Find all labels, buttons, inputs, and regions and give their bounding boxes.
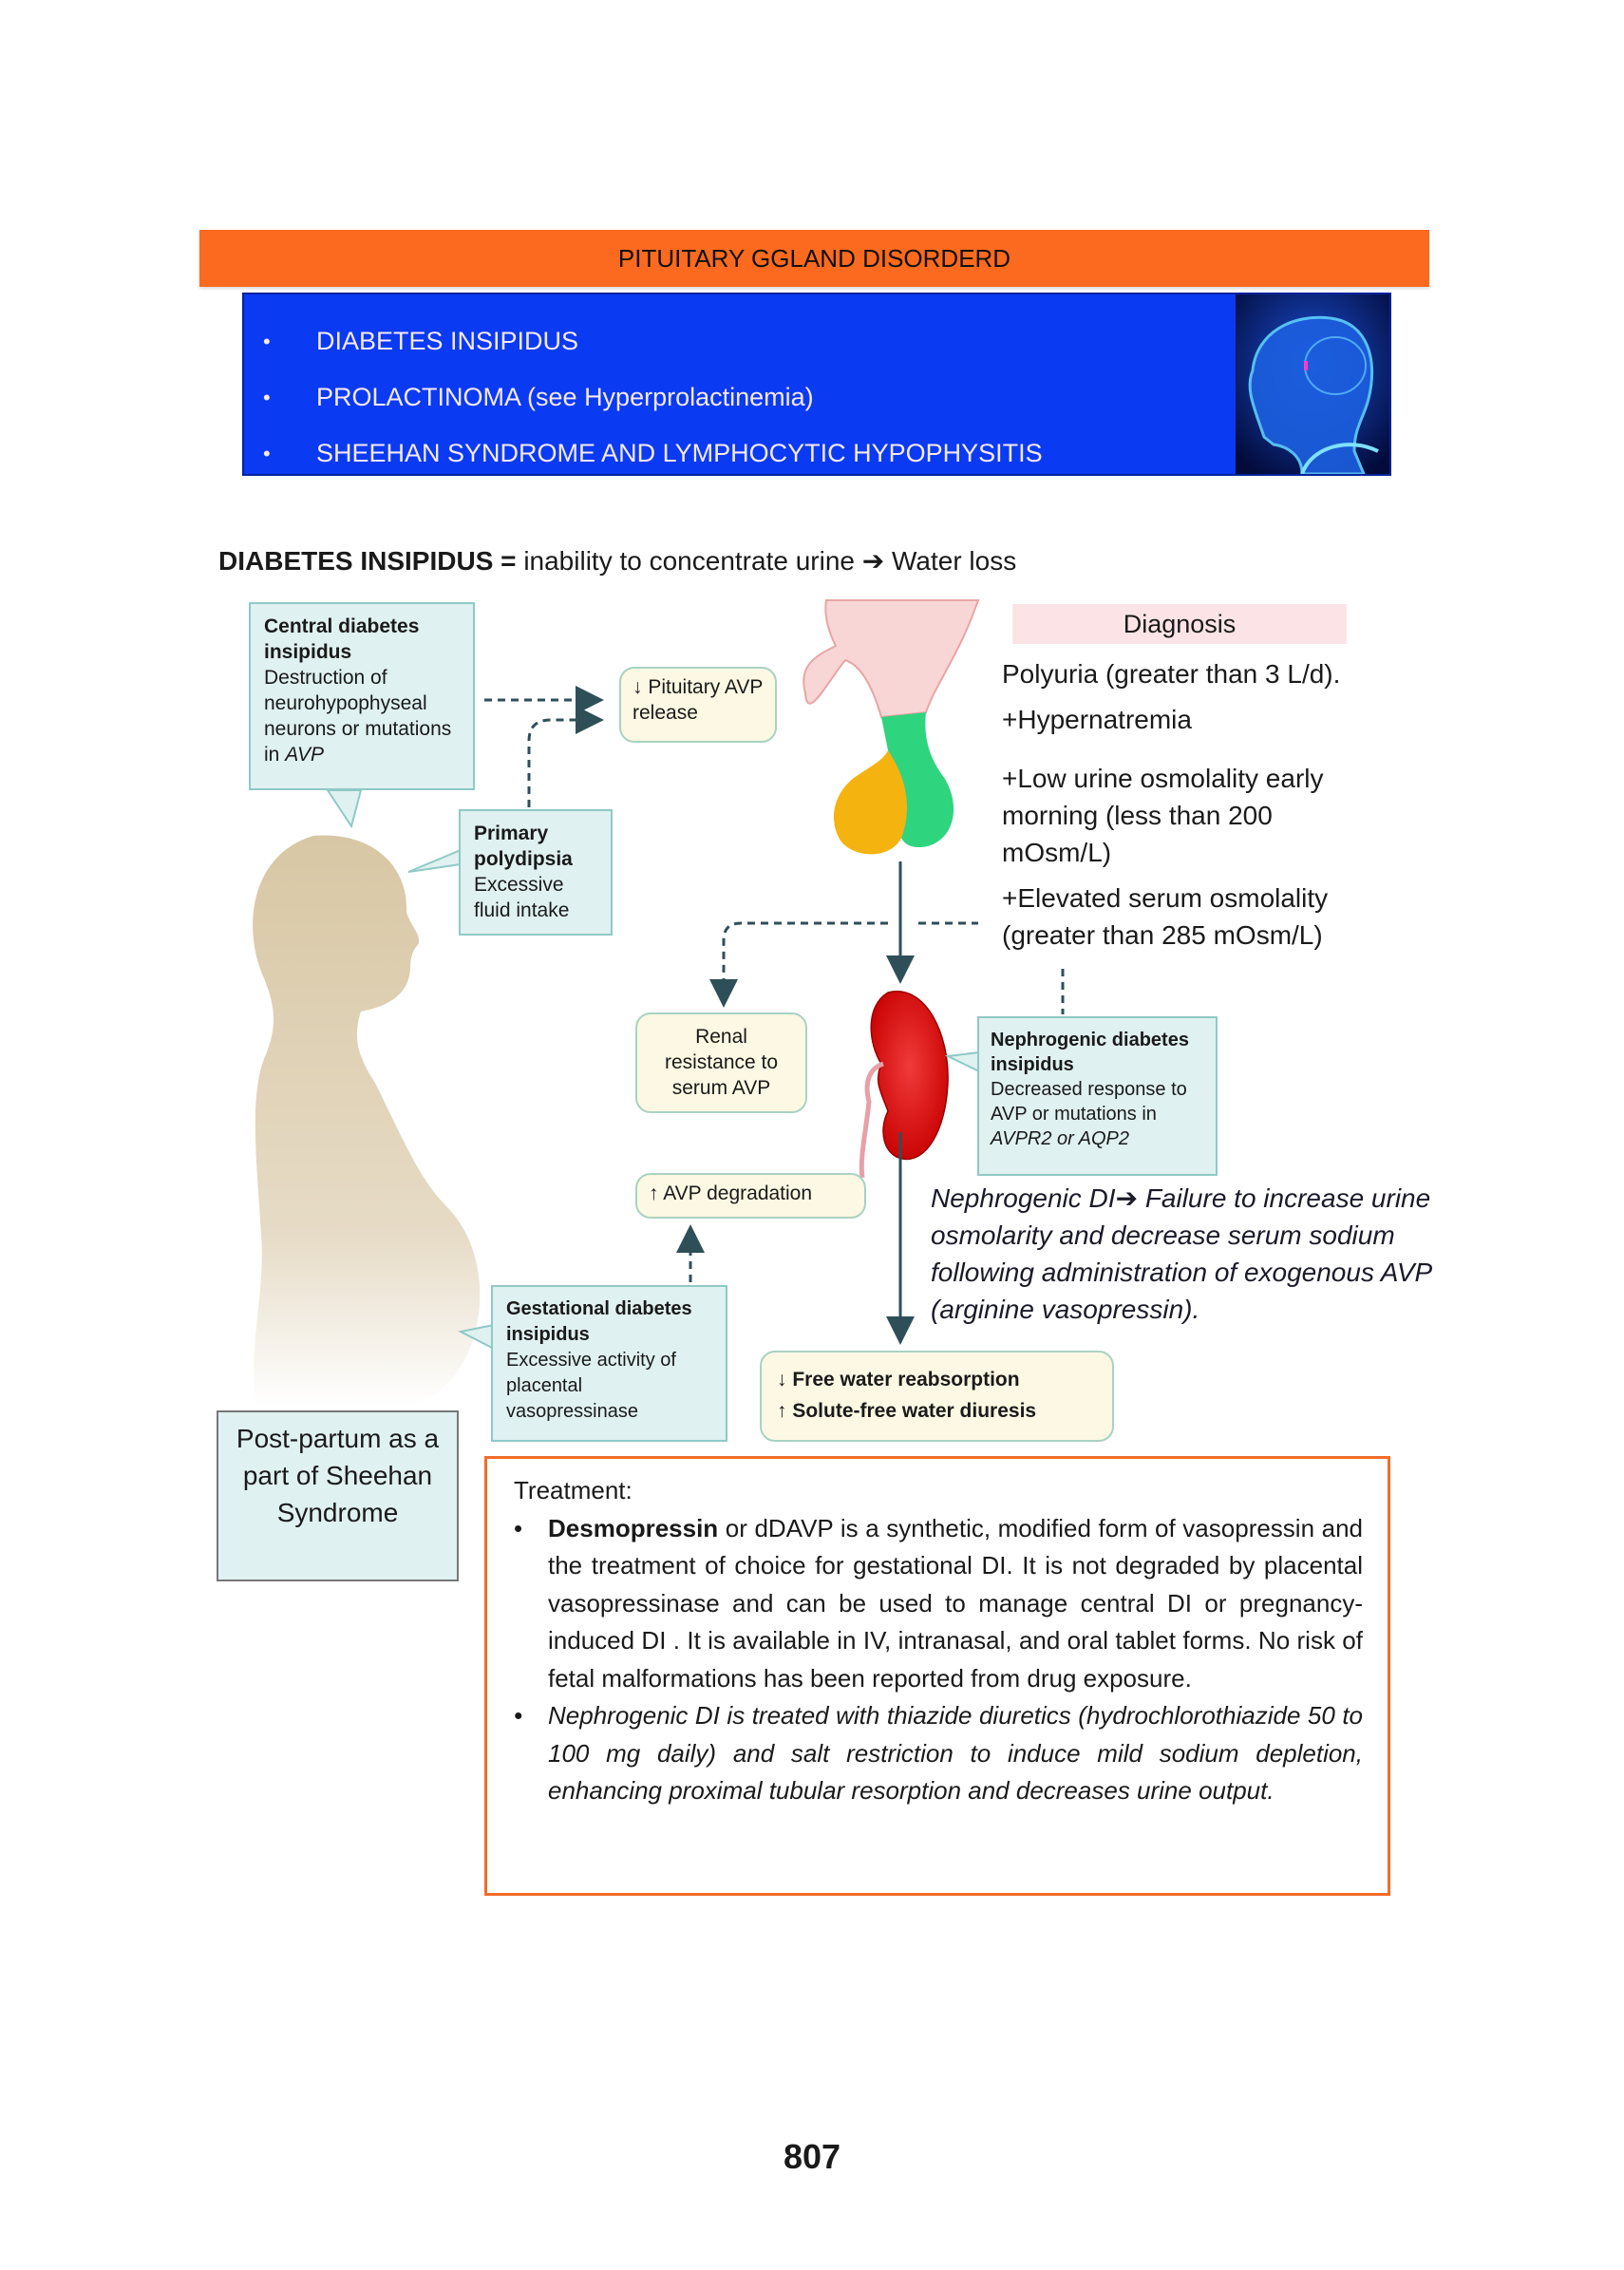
diagnosis-item: morning (less than 200 (1002, 801, 1273, 830)
diagnosis-title: Diagnosis (1123, 609, 1237, 638)
topic-label: SHEEHAN SYNDROME AND LYMPHOCYTIC HYPOPHY… (316, 439, 1043, 467)
arrow-primary-to-pituitary (527, 706, 604, 807)
avp-degradation-text: AVP degradation (663, 1182, 813, 1204)
outcome-box: ↓ Free water reabsorption ↑ Solute-free … (760, 1351, 1114, 1442)
nephrogenic-di-box: Nephrogenic diabetes insipidus Decreased… (977, 1016, 1218, 1176)
central-di-gene: AVP (285, 744, 325, 766)
down-arrow-icon: ↓ (633, 676, 643, 698)
postpartum-box: Post-partum as a part of Sheehan Syndrom… (217, 1410, 459, 1581)
nephrogenic-note-text: Failure to increase urine osmolarity and… (931, 1183, 1432, 1324)
renal-resistance-text: Renal resistance to serum AVP (664, 1026, 779, 1099)
central-di-box: Central diabetes insipidus Destruction o… (249, 602, 475, 790)
treatment-title: Treatment: (514, 1476, 633, 1504)
pituitary-release-box: ↓ Pituitary AVP release (619, 667, 777, 743)
diagnosis-item: mOsm/L) (1002, 838, 1112, 867)
avp-degradation-box: ↑ AVP degradation (635, 1173, 866, 1219)
arrow-right-icon: ➔ (1115, 1183, 1139, 1213)
bullet-icon: • (263, 441, 271, 465)
page-number: 807 (783, 2137, 841, 2176)
up-arrow-icon: ↑ (649, 1182, 659, 1204)
treatment-text: Nephrogenic DI is treated with thiazide … (548, 1701, 1363, 1805)
section-header: PITUITARY GGLAND DISORDERD (199, 230, 1429, 287)
definition: DIABETES INSIPIDUS = inability to concen… (218, 545, 1016, 577)
kidney-illustration (859, 991, 949, 1179)
arrow-to-renal-resistance (709, 921, 888, 1008)
topic-item: • DIABETES INSIPIDUS (263, 313, 1043, 369)
topic-item: • SHEEHAN SYNDROME AND LYMPHOCYTIC HYPOPH… (263, 426, 1043, 482)
gestational-di-body: Excessive activity of placental vasopres… (506, 1350, 676, 1422)
treatment-box: Treatment: Desmopressin or dDAVP is a sy… (484, 1456, 1390, 1896)
treatment-item: Nephrogenic DI is treated with thiazide … (514, 1697, 1363, 1810)
topic-label: PROLACTINOMA (see Hyperprolactinemia) (316, 383, 814, 411)
definition-term: DIABETES INSIPIDUS (218, 546, 494, 576)
diagnosis-item: (greater than 285 mOsm/L) (1002, 920, 1323, 950)
pituitary-release-text: Pituitary AVP release (633, 676, 763, 724)
definition-result: Water loss (892, 546, 1017, 576)
diagnosis-item: +Hypernatremia (1002, 705, 1192, 734)
bullet-icon: • (263, 385, 271, 409)
head-xray-image (1236, 294, 1389, 474)
treatment-drug: Desmopressin (548, 1513, 719, 1542)
nephrogenic-di-body: Decreased response to AVP or mutations i… (991, 1079, 1187, 1125)
pituitary-gland-illustration (803, 599, 980, 855)
gestational-di-title: Gestational diabetes insipidus (506, 1298, 692, 1345)
topic-label: DIABETES INSIPIDUS (316, 327, 579, 355)
primary-polydipsia-body: Excessive fluid intake (474, 874, 570, 921)
topic-item: • PROLACTINOMA (see Hyperprolactinemia) (263, 369, 1043, 426)
diagnosis-item: Polyuria (greater than 3 L/d). (1002, 659, 1341, 689)
bullet-icon: • (263, 329, 271, 353)
primary-polydipsia-title: Primary polydipsia (474, 823, 573, 870)
treatment-item: Desmopressin or dDAVP is a synthetic, mo… (514, 1510, 1363, 1698)
renal-resistance-box: Renal resistance to serum AVP (635, 1012, 807, 1113)
central-di-body: Destruction of neurohypophyseal neurons … (264, 667, 452, 766)
solute-free-diuresis: ↑ Solute-free water diuresis (777, 1400, 1037, 1422)
primary-polydipsia-box: Primary polydipsia Excessive fluid intak… (459, 809, 613, 936)
definition-text: inability to concentrate urine (523, 546, 855, 576)
free-water-reabsorption: ↓ Free water reabsorption (777, 1369, 1020, 1390)
diagnosis-item: +Elevated serum osmolality (1002, 883, 1329, 913)
section-title: PITUITARY GGLAND DISORDERD (617, 243, 1011, 273)
diagnosis-item: +Low urine osmolality early (1002, 764, 1324, 793)
postpartum-text: Post-partum as a part of Sheehan Syndrom… (236, 1424, 440, 1527)
definition-equals: = (500, 546, 517, 576)
arrow-right-icon: ➔ (861, 546, 885, 576)
central-di-title: Central diabetes insipidus (264, 615, 420, 663)
diagnosis-label: Diagnosis (1012, 604, 1347, 644)
nephrogenic-di-genes: AVPR2 or AQP2 (991, 1128, 1129, 1149)
topics-panel: • DIABETES INSIPIDUS • PROLACTINOMA (see H… (242, 293, 1391, 476)
gestational-di-box: Gestational diabetes insipidus Excessive… (491, 1285, 727, 1442)
nephrogenic-note: Nephrogenic DI➔ Failure to increase urin… (931, 1180, 1434, 1328)
nephrogenic-di-title: Nephrogenic diabetes insipidus (991, 1030, 1189, 1075)
pregnant-woman-silhouette (253, 835, 481, 1406)
treatment-text: or dDAVP is a synthetic, modified form o… (548, 1513, 1363, 1693)
nephrogenic-note-lead: Nephrogenic DI (931, 1183, 1116, 1213)
